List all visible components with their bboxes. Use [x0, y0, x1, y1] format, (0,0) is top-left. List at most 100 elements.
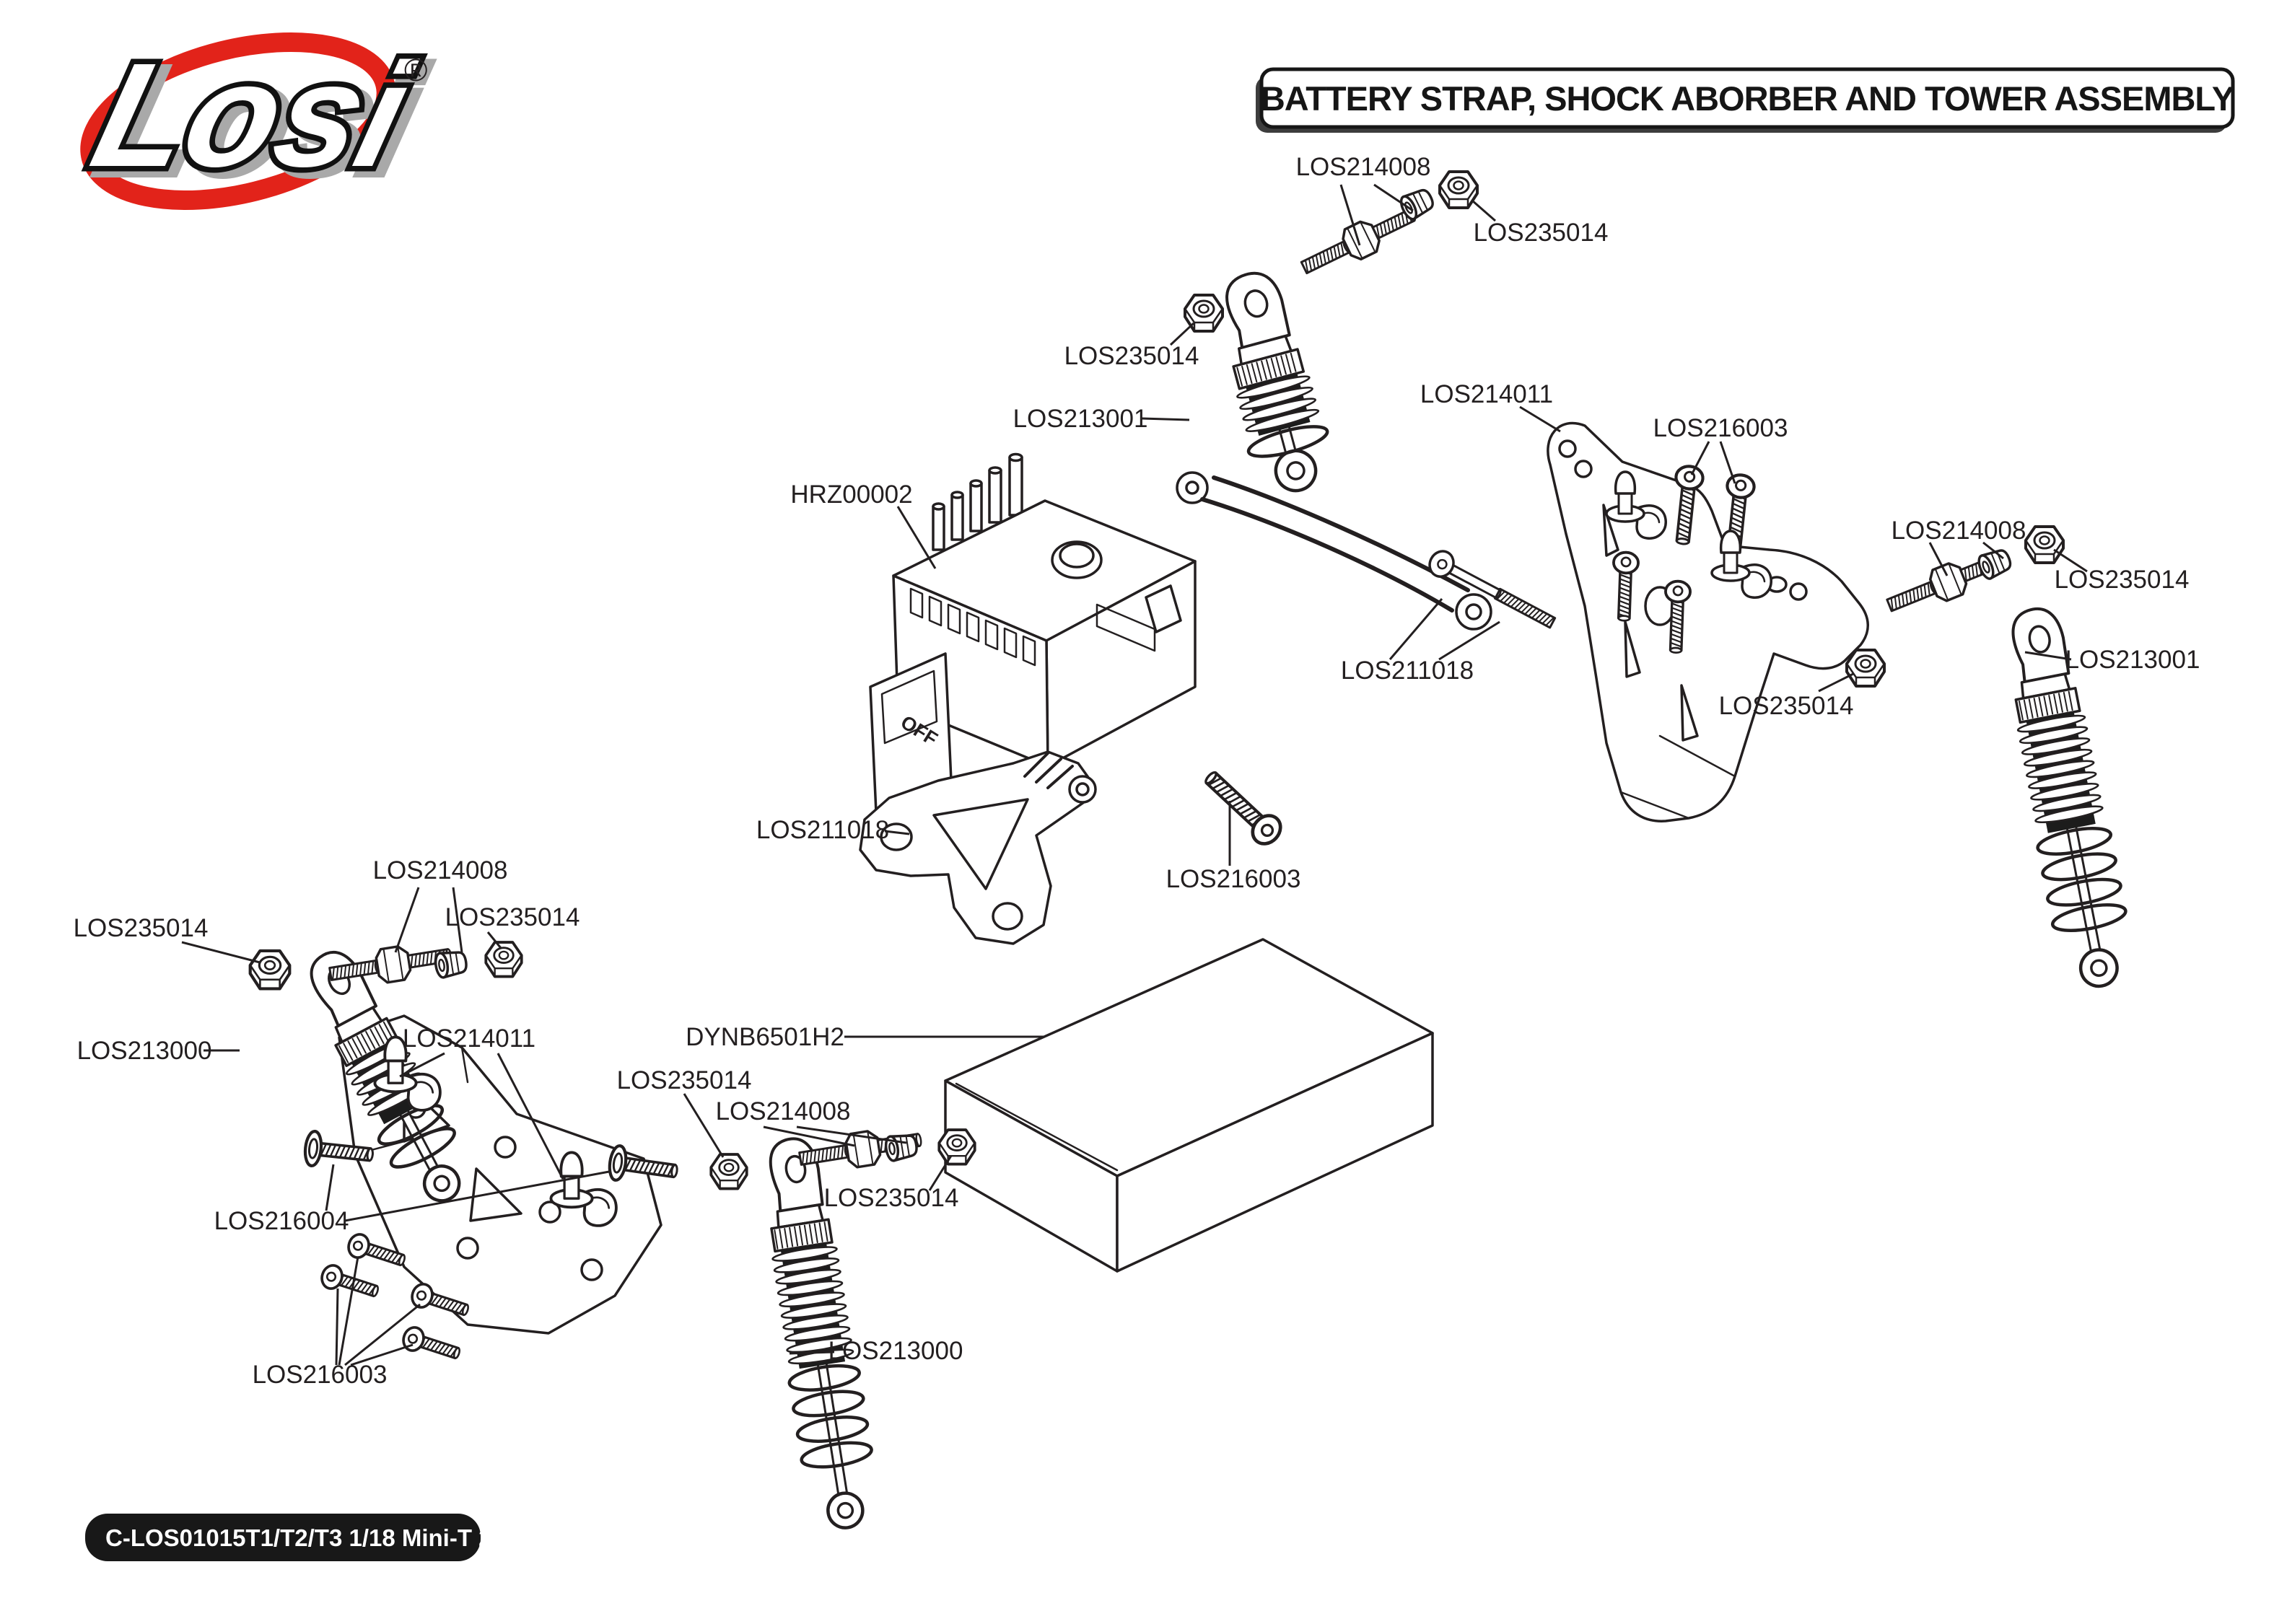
part-label: LOS211018 — [756, 816, 889, 844]
part-label: LOS235014 — [445, 903, 580, 931]
leader-line — [486, 931, 502, 949]
lock-nut — [709, 1153, 748, 1190]
lock-nut — [1184, 294, 1224, 333]
losi-logo-text: Losi — [79, 33, 427, 198]
part-label: LOS216003 — [1653, 414, 1788, 442]
part-label: LOS216003 — [253, 1361, 388, 1389]
battery-strap-plate — [859, 750, 1097, 945]
buttonhead-screw — [402, 1326, 460, 1360]
leader-line — [335, 1288, 339, 1366]
part-label: LOS213000 — [77, 1037, 212, 1065]
part-label: LOS235014 — [1474, 219, 1609, 247]
part-label: LOS213000 — [828, 1337, 963, 1365]
part-label: LOS214008 — [1296, 153, 1431, 181]
title-box: BATTERY STRAP, SHOCK ABORBER AND TOWER A… — [1256, 67, 2235, 133]
leader-line — [1373, 183, 1414, 212]
lock-nut — [1438, 170, 1479, 209]
shock-absorber-right — [2011, 607, 2127, 988]
leader-line — [1471, 199, 1496, 222]
part-label: LOS235014 — [1719, 692, 1854, 720]
footer-badge: C-LOS01015T1/T2/T3 1/18 Mini-T 2.0 RTR — [85, 1514, 567, 1561]
buttonhead-screw — [1612, 550, 1640, 622]
part-label: LOS235014 — [617, 1066, 752, 1094]
right-shock-tower — [1547, 421, 1869, 822]
part-label: LOS235014 — [1064, 342, 1199, 370]
leader-line — [1438, 620, 1500, 661]
leader-line — [452, 887, 463, 953]
part-label: LOS211018 — [1341, 657, 1474, 685]
leader-line — [338, 1256, 359, 1366]
esc-switch-box: OFF — [869, 652, 953, 814]
lock-nut — [937, 1128, 976, 1166]
leader-line — [896, 506, 937, 569]
leader-line — [344, 1303, 421, 1366]
buttonhead-screw — [411, 1283, 469, 1317]
leader-line — [789, 1351, 835, 1355]
part-label: LOS214011 — [403, 1024, 535, 1053]
leader-line — [796, 1125, 907, 1144]
ball-stud — [549, 1151, 618, 1227]
leader-line — [1690, 441, 1710, 475]
part-label: LOS213001 — [2065, 646, 2200, 674]
leader-line — [1339, 184, 1361, 246]
buttonhead-screw — [1204, 771, 1282, 846]
leader-line — [2024, 651, 2072, 661]
buttonhead-screw — [320, 1264, 379, 1298]
leader-line — [1719, 441, 1736, 484]
leader-line — [2053, 548, 2088, 573]
part-label: LOS214008 — [716, 1097, 851, 1125]
leader-line — [1519, 405, 1561, 433]
shock-absorber-bottom — [769, 1137, 873, 1529]
shock-spacer-bushing — [434, 951, 468, 979]
flathead-screw — [608, 1144, 678, 1182]
lock-nut — [248, 949, 292, 991]
buttonhead-screw — [347, 1233, 406, 1267]
part-label: LOS216003 — [1166, 865, 1301, 893]
leader-line — [181, 941, 261, 964]
page-title: BATTERY STRAP, SHOCK ABORBER AND TOWER A… — [1261, 79, 2234, 118]
leader-line — [350, 1343, 414, 1366]
part-label: DYNB6501H2 — [686, 1023, 844, 1051]
esc-unit: OFF — [869, 452, 1197, 814]
leader-line — [1169, 322, 1195, 346]
part-label: LOS216004 — [214, 1207, 349, 1235]
registered-mark: ® — [404, 53, 427, 88]
leader-line — [1818, 672, 1854, 693]
buttonhead-screw — [1664, 579, 1692, 654]
losi-logo-shadow: Losi — [87, 39, 435, 203]
part-label: LOS235014 — [74, 914, 209, 942]
lock-nut — [484, 941, 523, 978]
leader-line — [344, 1170, 610, 1222]
leader-line — [1141, 417, 1190, 421]
lock-nut — [2024, 525, 2065, 564]
flathead-screw — [303, 1130, 374, 1167]
shock-spacer-bushing — [1977, 549, 2012, 580]
ball-stud — [373, 1035, 442, 1112]
shock-absorber-top — [1225, 271, 1329, 493]
leader-line — [394, 887, 420, 953]
part-label: LOS214008 — [373, 856, 508, 885]
esc-pins — [932, 452, 1023, 551]
ball-stud — [1710, 530, 1772, 599]
shock-spacer-bushing — [884, 1134, 918, 1162]
ball-stud — [1605, 470, 1667, 540]
battery-strap-screw — [1428, 550, 1557, 629]
leader-line — [884, 830, 910, 835]
battery-pack — [944, 938, 1434, 1273]
part-label: HRZ00002 — [790, 480, 912, 509]
leader-line — [1389, 598, 1443, 660]
footer-badge-text: C-LOS01015T1/T2/T3 1/18 Mini-T 2.0 RTR — [105, 1524, 567, 1551]
part-label: LOS235014 — [2055, 566, 2190, 594]
leader-line — [399, 1052, 445, 1078]
leader-line — [763, 1125, 855, 1147]
leader-line — [325, 1164, 335, 1211]
part-label: LOS235014 — [824, 1184, 959, 1212]
leader-line — [497, 1053, 564, 1180]
buttonhead-screw — [1674, 465, 1705, 545]
lock-nut — [1845, 649, 1886, 688]
part-label: LOS213001 — [1013, 405, 1148, 433]
part-label: LOS214008 — [1892, 517, 2026, 545]
leader-line — [928, 1155, 953, 1191]
leader-line — [683, 1093, 725, 1158]
